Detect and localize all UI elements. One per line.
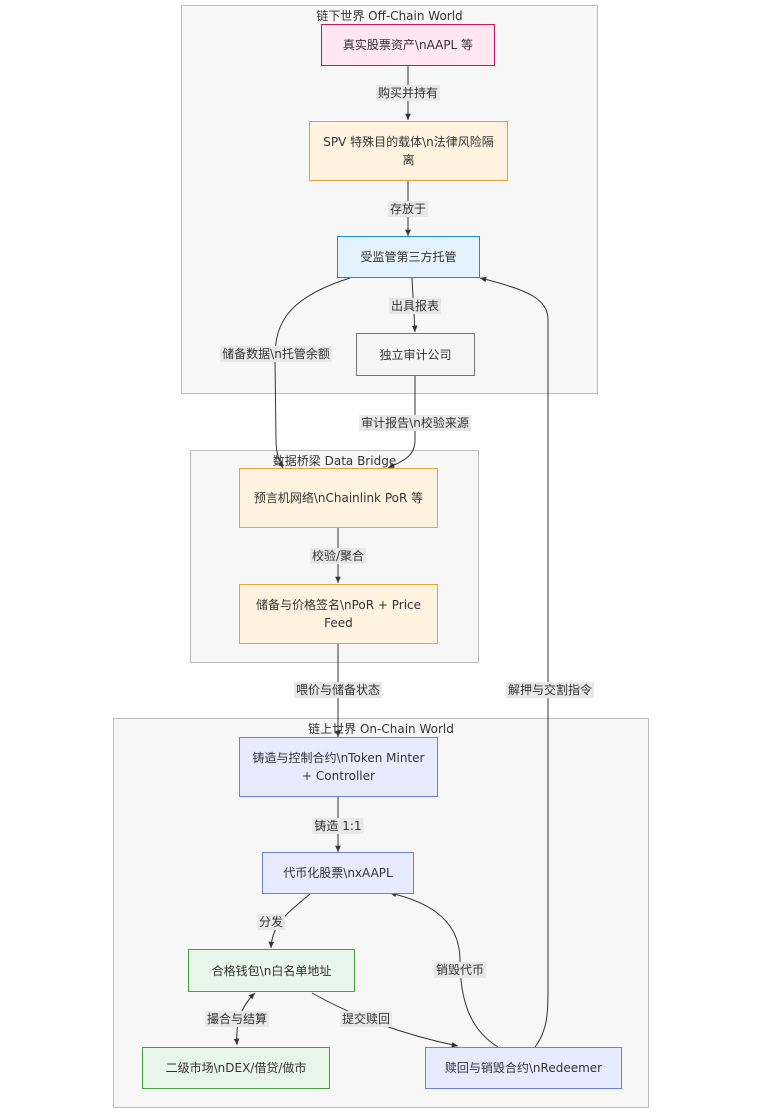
edge-audit-report [387, 376, 416, 469]
edge-reserve-data [274, 277, 351, 469]
edge-release [479, 276, 549, 1048]
edge-label-buy-hold: 购买并持有 [375, 85, 441, 101]
node-independent-auditor: 独立审计公司 [356, 333, 475, 376]
node-tokenized-stock-label: 代币化股票\nxAAPL [283, 866, 393, 880]
node-secondary-market: 二级市场\nDEX/借贷/做市 [142, 1047, 330, 1089]
edge-label-submit-redeem: 提交赎回 [339, 1011, 393, 1027]
edge-label-release: 解押与交割指令 [505, 682, 595, 698]
node-qualified-wallet: 合格钱包\n白名单地址 [188, 949, 355, 992]
node-regulated-custody: 受监管第三方托管 [337, 236, 480, 278]
node-spv: SPV 特殊目的载体\n法律风险隔离 [309, 121, 508, 181]
node-real-stock-assets-label: 真实股票资产\nAAPL 等 [342, 38, 474, 52]
node-minter-controller-label: 铸造与控制合约\nToken Minter + Controller [252, 751, 425, 783]
node-secondary-market-label: 二级市场\nDEX/借贷/做市 [165, 1061, 307, 1075]
edge-label-report: 出具报表 [388, 298, 442, 314]
edge-label-distribute: 分发 [256, 914, 286, 930]
node-real-stock-assets: 真实股票资产\nAAPL 等 [321, 24, 495, 66]
edge-label-mint: 铸造 1:1 [312, 818, 364, 834]
node-regulated-custody-label: 受监管第三方托管 [360, 250, 457, 264]
node-tokenized-stock: 代币化股票\nxAAPL [262, 852, 414, 894]
node-oracle-network-label: 预言机网络\nChainlink PoR 等 [253, 491, 424, 505]
node-spv-label: SPV 特殊目的载体\n法律风险隔离 [323, 135, 494, 167]
node-reserve-price-signature-label: 储备与价格签名\nPoR + Price Feed [255, 598, 422, 630]
edge-label-deposit: 存放于 [387, 201, 429, 217]
node-qualified-wallet-label: 合格钱包\n白名单地址 [211, 963, 332, 978]
edge-label-verify: 校验/聚合 [309, 548, 367, 564]
edge-label-match: 撮合与结算 [204, 1011, 270, 1027]
node-independent-auditor-label: 独立审计公司 [379, 347, 452, 362]
node-redeemer-contract: 赎回与销毁合约\nRedeemer [425, 1047, 622, 1089]
cluster-title-onchain: 链上世界 On-Chain World [308, 722, 454, 736]
edge-label-feed: 喂价与储备状态 [293, 682, 383, 698]
node-minter-controller: 铸造与控制合约\nToken Minter + Controller [239, 737, 438, 797]
edge-label-burn: 销毁代币 [433, 962, 487, 978]
cluster-offchain: 链下世界 Off-Chain World [181, 5, 598, 394]
node-reserve-price-signature: 储备与价格签名\nPoR + Price Feed [239, 584, 438, 644]
edge-label-reserve-data: 储备数据\n托管余额 [220, 346, 332, 362]
node-redeemer-contract-label: 赎回与销毁合约\nRedeemer [444, 1061, 603, 1075]
cluster-title-offchain: 链下世界 Off-Chain World [316, 9, 463, 23]
node-oracle-network: 预言机网络\nChainlink PoR 等 [239, 468, 438, 528]
cluster-title-bridge: 数据桥梁 Data Bridge [272, 454, 397, 468]
edge-label-audit-report: 审计报告\n校验来源 [359, 415, 471, 431]
edge-burn [389, 891, 499, 1048]
